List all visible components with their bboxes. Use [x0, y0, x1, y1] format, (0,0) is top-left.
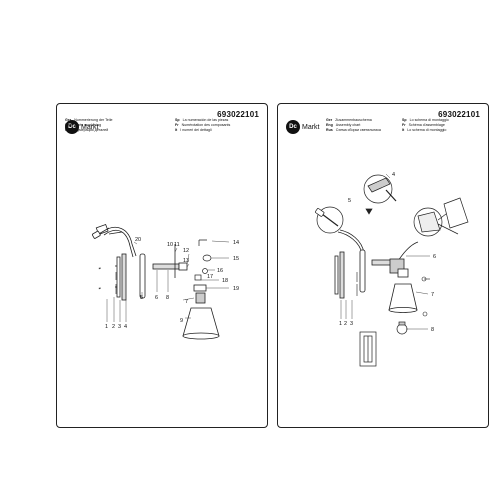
part-labels: 1 2 3 4 5 6 7 8 9 10 11 12 13 14 15 16 1… — [105, 237, 239, 330]
part-number: 6 — [155, 295, 158, 301]
part-number: 16 — [217, 268, 223, 274]
screwdriver-icon — [92, 227, 110, 239]
part-number: 19 — [233, 286, 239, 292]
step-number: 5 — [348, 198, 351, 204]
part-number: 10 — [167, 242, 173, 248]
logo-text: Markt — [81, 123, 99, 131]
screw-set-icon: ⌐ ⌐ — [99, 266, 117, 294]
screw-set-icon — [356, 272, 430, 317]
part-number: 2 — [112, 324, 115, 330]
step-number: 2 — [344, 321, 347, 327]
logo-mark: Dc — [65, 120, 79, 134]
step-number: 4 — [392, 172, 395, 178]
drill-icon — [363, 174, 397, 215]
part-number: 17 — [207, 274, 213, 280]
part-number: 13 — [183, 258, 189, 264]
lamp-shade-icon — [413, 197, 469, 237]
cable-with-plug-icon — [95, 223, 137, 258]
bulb-icon — [396, 321, 408, 335]
part-number: 4 — [124, 324, 127, 330]
screwdriver-icon — [315, 206, 344, 234]
parts-exploded-diagram: ⌐ ⌐ — [92, 223, 239, 340]
lamp-arm-icon — [139, 244, 188, 299]
lamp-shade-icon — [182, 307, 220, 340]
part-number: 1 — [105, 324, 108, 330]
step-number: 8 — [431, 327, 434, 333]
logo-text: Markt — [302, 123, 320, 131]
wall-mount-icon — [115, 253, 127, 301]
step-number: 3 — [350, 321, 353, 327]
part-number: 7 — [185, 299, 188, 305]
svg-text:⌐: ⌐ — [99, 286, 101, 290]
step-number: 1 — [339, 321, 342, 327]
step-number: 6 — [433, 254, 436, 260]
step-number: 7 — [431, 292, 434, 298]
part-number: 14 — [233, 240, 239, 246]
sheet-code: 693022101 — [217, 110, 259, 119]
sheet-code: 693022101 — [438, 110, 480, 119]
part-number: 12 — [183, 248, 189, 254]
part-number: 5 — [140, 295, 143, 301]
brand-logo: Dc Markt — [286, 120, 320, 134]
part-number: 15 — [233, 256, 239, 262]
switch-box-icon — [359, 331, 377, 367]
step-labels: 1 2 3 4 5 6 7 8 — [339, 172, 436, 333]
part-number: 11 — [174, 242, 180, 248]
part-number: 18 — [222, 278, 228, 284]
svg-text:⌐: ⌐ — [99, 266, 101, 270]
hook-icon — [194, 239, 212, 281]
lamp-shade-icon — [388, 268, 418, 313]
brand-logo: Dc Markt — [65, 120, 99, 134]
assembly-diagram: 1 2 3 4 5 6 7 8 — [315, 172, 469, 367]
lamp-holder-icon — [193, 284, 207, 304]
part-number: 9 — [180, 318, 183, 324]
part-number: 3 — [118, 324, 121, 330]
part-number: 20 — [135, 237, 141, 243]
part-number: 8 — [166, 295, 169, 301]
logo-mark: Dc — [286, 120, 300, 134]
